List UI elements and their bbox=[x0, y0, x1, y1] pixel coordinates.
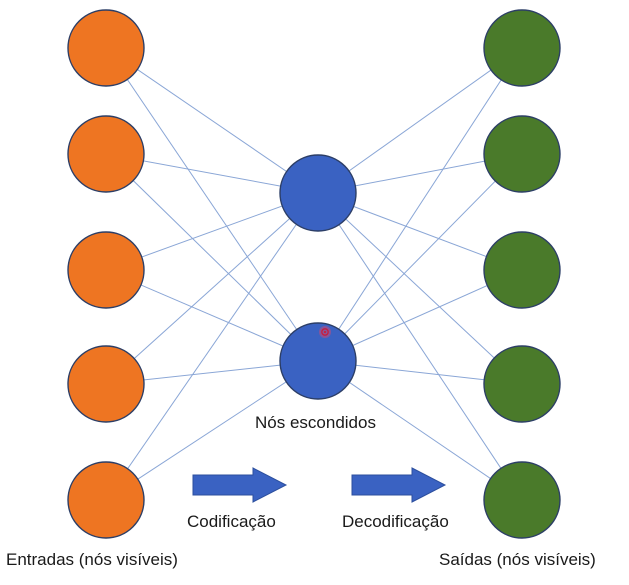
edge-hidden-1-output-1 bbox=[317, 47, 523, 194]
edge-hidden-2-output-2 bbox=[317, 153, 523, 362]
edge-hidden-2-output-5 bbox=[317, 360, 523, 501]
edge-input-5-hidden-1 bbox=[105, 192, 319, 501]
hidden-nodes-label: Nós escondidos bbox=[255, 413, 376, 432]
edge-input-1-hidden-1 bbox=[105, 47, 319, 194]
decode-right-arrow-icon bbox=[351, 467, 447, 503]
edge-input-4-hidden-1 bbox=[105, 192, 319, 385]
arrows bbox=[192, 467, 447, 503]
nodes bbox=[67, 9, 561, 539]
outputs-label: Saídas (nós visíveis) bbox=[439, 550, 596, 569]
edge-hidden-1-output-5 bbox=[317, 192, 523, 501]
output-node-1 bbox=[483, 9, 561, 87]
edge-input-5-hidden-2 bbox=[105, 360, 319, 501]
edge-input-2-hidden-2 bbox=[105, 153, 319, 362]
input-node-1 bbox=[67, 9, 145, 87]
encode-right-arrow-icon bbox=[192, 467, 288, 503]
input-node-4 bbox=[67, 345, 145, 423]
output-node-4 bbox=[483, 345, 561, 423]
input-node-5 bbox=[67, 461, 145, 539]
cursor-dot-icon bbox=[319, 326, 331, 338]
hidden-node-2 bbox=[279, 322, 357, 400]
encoding-label: Codificação bbox=[187, 512, 276, 531]
output-node-2 bbox=[483, 115, 561, 193]
edge-hidden-2-output-1 bbox=[317, 47, 523, 362]
input-node-3 bbox=[67, 231, 145, 309]
decoding-label: Decodificação bbox=[342, 512, 449, 531]
output-node-5 bbox=[483, 461, 561, 539]
edge-hidden-1-output-4 bbox=[317, 192, 523, 385]
output-node-3 bbox=[483, 231, 561, 309]
inputs-label: Entradas (nós visíveis) bbox=[6, 550, 178, 569]
edge-input-1-hidden-2 bbox=[105, 47, 319, 362]
hidden-node-1 bbox=[279, 154, 357, 232]
input-node-2 bbox=[67, 115, 145, 193]
